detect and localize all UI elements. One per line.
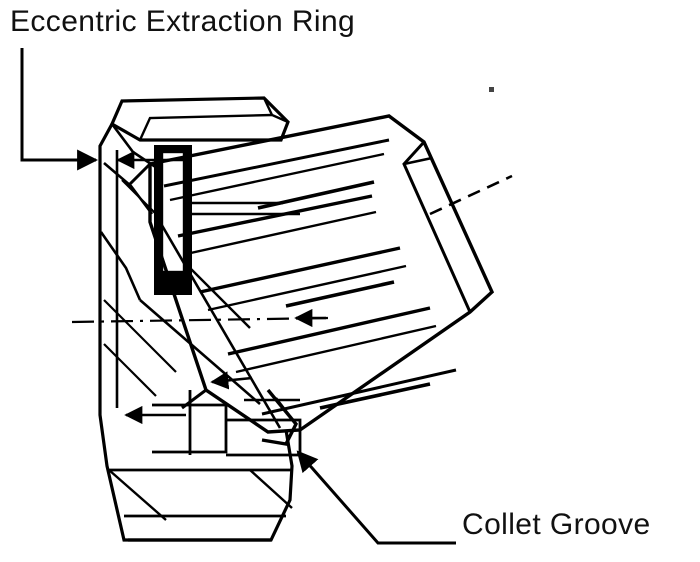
- dashed-detail-leader-path: [429, 174, 513, 216]
- leader-groove-path: [296, 450, 456, 545]
- leader-ring-path: [20, 48, 99, 171]
- dash-dot-center-line-icon: [71, 316, 331, 324]
- chuck-upper-seat-2: [103, 162, 154, 215]
- extraction-ring-cap-inner: [138, 113, 273, 141]
- dashed-detail-leader: [429, 174, 513, 216]
- extraction-ring-key-bore: [160, 150, 186, 274]
- collet-slot-2: [177, 194, 373, 238]
- collet-slot-4: [227, 306, 431, 356]
- collet: [126, 114, 495, 446]
- chuck-hatch-upper-2: [103, 343, 157, 397]
- center-axis-group: [71, 316, 331, 324]
- chuck-body-outline: [98, 123, 294, 542]
- detail-dot: [489, 87, 494, 92]
- collet-slot-1b: [169, 152, 385, 202]
- collet-shank-upper: [126, 162, 152, 188]
- collet-slot-tick-1: [257, 180, 375, 210]
- collet-groove-inner: [275, 397, 297, 425]
- collet-end-face-edge: [403, 156, 433, 166]
- collet-slot-tick-3: [319, 382, 431, 410]
- extraction-ring-cap-edge: [262, 97, 289, 124]
- collet-slot-3: [199, 246, 401, 294]
- collet-outline: [148, 114, 495, 434]
- collet-slot-2b: [185, 210, 377, 256]
- collet-taper-3: [187, 265, 251, 329]
- label-collet-groove: Collet Groove: [462, 508, 651, 541]
- collet-slot-4b: [235, 324, 437, 374]
- label-eccentric-extraction-ring: Eccentric Extraction Ring: [10, 5, 356, 38]
- collet-slot-5: [261, 368, 457, 416]
- chuck-body: [98, 96, 302, 542]
- chuck-hatch-upper-1: [103, 299, 177, 373]
- chuck-upper-seat-3: [99, 231, 142, 301]
- collet-slot-3b: [207, 264, 407, 312]
- internal-pointers: [116, 150, 326, 425]
- chuck-lower-bore: [226, 418, 302, 457]
- internal-pointer-collet: [210, 371, 253, 390]
- chuck-base-hatch-1: [108, 469, 167, 521]
- leader-eccentric-extraction-ring: [20, 48, 99, 171]
- chuck-base-hatch-2: [249, 469, 293, 509]
- collet-taper-2: [158, 221, 282, 429]
- collet-slot-tick-2: [285, 280, 395, 308]
- collet-taper-1: [139, 299, 261, 405]
- collet-shank-lower: [181, 388, 207, 410]
- leader-collet-groove: [296, 450, 456, 545]
- collet-slot-1: [163, 138, 390, 188]
